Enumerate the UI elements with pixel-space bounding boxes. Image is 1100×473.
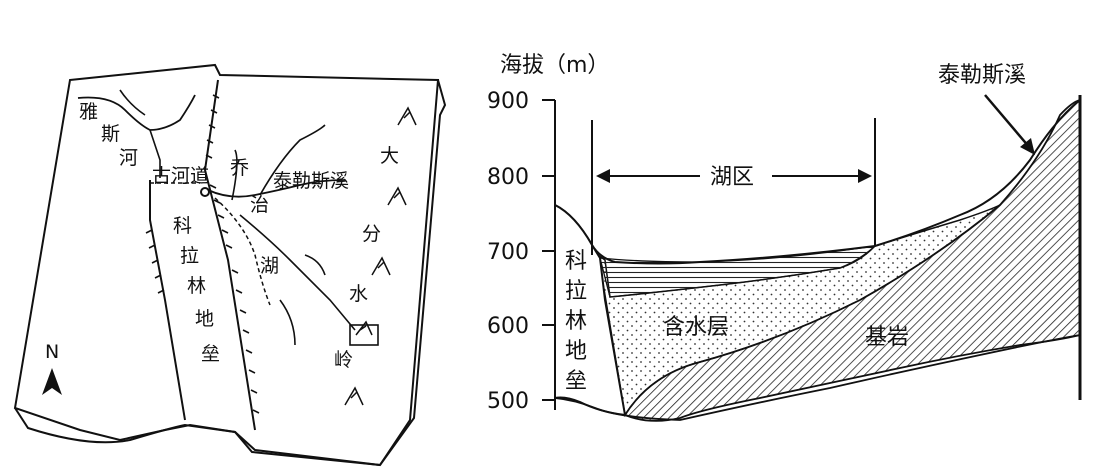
mountain-icon xyxy=(344,386,364,406)
horst-east-edge xyxy=(203,79,256,431)
north-arrow: N xyxy=(42,341,62,395)
river-yasi-branch xyxy=(149,129,161,178)
mountain-symbols xyxy=(344,106,417,406)
taylor-pointer-line xyxy=(984,94,1031,149)
label-horst-sec-2: 拉 xyxy=(565,279,587,304)
river-taylor-creek xyxy=(207,179,346,198)
mountain-icon xyxy=(387,186,407,206)
label-horst-map-3: 林 xyxy=(187,275,206,297)
north-label: N xyxy=(45,341,59,363)
label-horst-map-2: 拉 xyxy=(180,245,199,267)
ground-surface xyxy=(554,99,1081,265)
label-horst-map-4: 地 xyxy=(195,308,214,330)
river-upper-branch xyxy=(119,89,146,116)
mountain-icon xyxy=(397,106,417,126)
mountain-icon xyxy=(371,256,391,276)
label-yasi-1: 雅 xyxy=(79,101,98,123)
label-horst-map-5: 垒 xyxy=(201,343,220,365)
map-labels: 雅 斯 河 古河道 乔 治 湖 泰勒斯溪 科 拉 林 地 垒 大 分 水 岭 xyxy=(79,101,399,371)
label-divide-4: 岭 xyxy=(334,349,353,371)
tick-label-500: 500 xyxy=(487,389,529,414)
arrow-right-icon xyxy=(858,169,872,183)
label-horst-map-1: 科 xyxy=(173,215,192,237)
label-lake-zone: 湖区 xyxy=(710,165,754,190)
lake-point xyxy=(200,187,210,197)
river-taylor-trib xyxy=(259,124,326,196)
label-divide-1: 大 xyxy=(380,145,399,167)
tick-label-900: 900 xyxy=(487,89,529,114)
arrow-left-icon xyxy=(596,169,610,183)
tick-label-800: 800 xyxy=(487,165,529,190)
label-taylor-creek-section: 泰勒斯溪 xyxy=(938,63,1026,88)
label-hu: 湖 xyxy=(260,255,279,277)
label-taylor-creek-map: 泰勒斯溪 xyxy=(273,170,349,192)
label-divide-2: 分 xyxy=(362,223,381,245)
label-yasi-2: 斯 xyxy=(101,123,120,145)
basement-curve xyxy=(554,334,1081,421)
tick-label-600: 600 xyxy=(487,314,529,339)
label-bedrock: 基岩 xyxy=(865,325,909,350)
scarp-hachures-west xyxy=(145,229,165,294)
lake-dashed xyxy=(214,197,271,306)
label-yasi-3: 河 xyxy=(119,147,138,169)
label-horst-sec-4: 地 xyxy=(565,339,587,364)
river-east xyxy=(304,254,326,276)
label-divide-3: 水 xyxy=(349,283,368,305)
label-zhi: 治 xyxy=(250,194,269,216)
label-old-channel: 古河道 xyxy=(152,165,209,187)
pointer-arrow-icon xyxy=(1020,138,1035,155)
north-arrow-icon xyxy=(42,368,62,395)
label-horst-sec-1: 科 xyxy=(565,249,587,274)
scarp-hachures-east xyxy=(205,94,260,414)
map-outline xyxy=(13,63,440,467)
block-map xyxy=(13,63,447,467)
map-side-face xyxy=(379,79,447,466)
cross-section: 900 800 700 600 500 海拔（m） 湖区 泰勒斯溪 xyxy=(487,53,1082,422)
label-qiao: 乔 xyxy=(230,157,249,179)
tick-label-700: 700 xyxy=(487,240,529,265)
map-front-edge xyxy=(14,407,381,466)
river-south xyxy=(279,299,296,346)
y-ticks xyxy=(542,99,555,401)
y-axis-title: 海拔（m） xyxy=(500,53,609,78)
river-joe xyxy=(231,149,356,331)
label-horst-sec-5: 垒 xyxy=(565,369,587,394)
label-horst-sec-3: 林 xyxy=(565,309,587,334)
mountain-icon xyxy=(355,320,373,336)
label-aquifer: 含水层 xyxy=(663,315,729,340)
